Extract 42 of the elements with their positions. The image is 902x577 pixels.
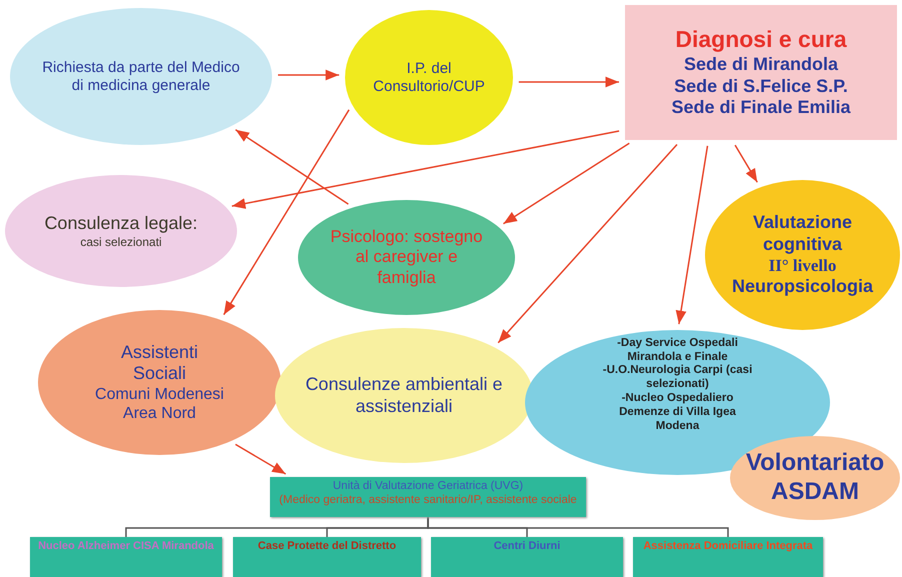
arrow <box>734 144 758 183</box>
node-title: Consulenza legale: <box>44 213 198 235</box>
node-text: Sede di Mirandola <box>684 54 838 76</box>
node-text: -U.O.Neurologia Carpi (casi selezionati) <box>602 364 752 392</box>
uvg-box <box>270 477 586 517</box>
node-text: Assistenza Domiciliare Integrata <box>643 540 813 554</box>
node-title: -Day Service Ospedali Mirandola e Finale <box>616 336 739 364</box>
node-text: Nucleo Alzheimer CISA Mirandola <box>38 540 214 554</box>
node-text: Comuni Modenesi Area Nord <box>94 384 225 424</box>
node-text: casi selezionati <box>80 234 162 249</box>
arrow <box>235 129 349 205</box>
diagnosis-box <box>625 5 897 140</box>
node-text: Case Protette del Distretto <box>258 540 396 554</box>
node-title: Unità di Valutazione Geriatrica (UVG) <box>332 480 524 494</box>
arrow <box>518 76 619 88</box>
node-text: Sede di S.Felice S.P. <box>674 76 848 98</box>
node-text: Richiesta da parte del Medico di medicina generale <box>41 58 241 94</box>
connector-line <box>427 517 729 537</box>
service-box <box>633 537 823 577</box>
node-text: -Nucleo Ospedaliero Demenze di Villa Igea Modena <box>618 392 737 434</box>
service-box <box>431 537 623 577</box>
arrow <box>498 144 678 344</box>
node-text: Sede di Finale Emilia <box>671 97 851 119</box>
arrow <box>278 70 340 80</box>
node-title: Valutazione cognitiva <box>752 212 854 256</box>
arrow <box>232 130 620 209</box>
service-box <box>233 537 421 577</box>
arrow <box>223 109 350 316</box>
node-text: Centri Diurni <box>494 540 560 554</box>
node-text: Consulenze ambientali e assistenziali <box>305 374 503 418</box>
arrow <box>503 142 630 224</box>
node-text: Psicologo: sostegno al caregiver e famiglia <box>329 226 484 288</box>
arrow <box>676 146 708 324</box>
node-text: I.P. del Consultorio/CUP <box>373 60 485 96</box>
node-text: Volontariato ASDAM <box>746 449 884 507</box>
node-title: Diagnosi e cura <box>675 26 847 54</box>
arrow <box>235 444 286 475</box>
service-box <box>30 537 222 577</box>
node-title: Assistenti Sociali <box>120 342 200 385</box>
node-text: Neuropsicologia <box>732 276 874 298</box>
node-text: (Medico geriatra, assistente sanitario/IP, assistente sociale <box>279 494 577 508</box>
node-text: II° livello <box>768 256 836 276</box>
